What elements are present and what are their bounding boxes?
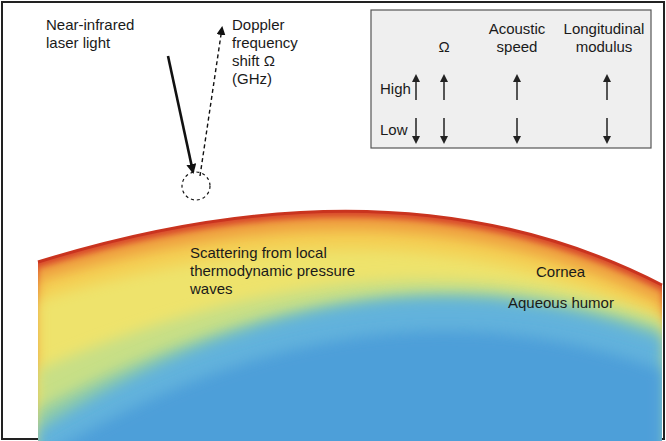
laser-arrow (168, 56, 193, 172)
column-header: Ω (429, 38, 459, 56)
trend-arrows (416, 76, 607, 142)
shift-label: Doppler frequency shift Ω (GHz) (232, 16, 310, 88)
scattering-volume (182, 172, 210, 200)
region-label: Cornea (536, 263, 606, 281)
region-label: Scattering from local thermodynamic pres… (190, 244, 360, 298)
region-label: Aqueous humor (508, 294, 638, 312)
column-header: Acoustic speed (480, 20, 554, 56)
column-header: Longitudinal modulus (558, 20, 650, 56)
row-label: Low (380, 121, 414, 139)
row-label: High (380, 80, 414, 98)
inset-box (371, 10, 651, 148)
scattered-arrow (200, 28, 222, 176)
cornea-image (30, 140, 666, 441)
beam-label: Near-infrared laser light (46, 16, 158, 52)
